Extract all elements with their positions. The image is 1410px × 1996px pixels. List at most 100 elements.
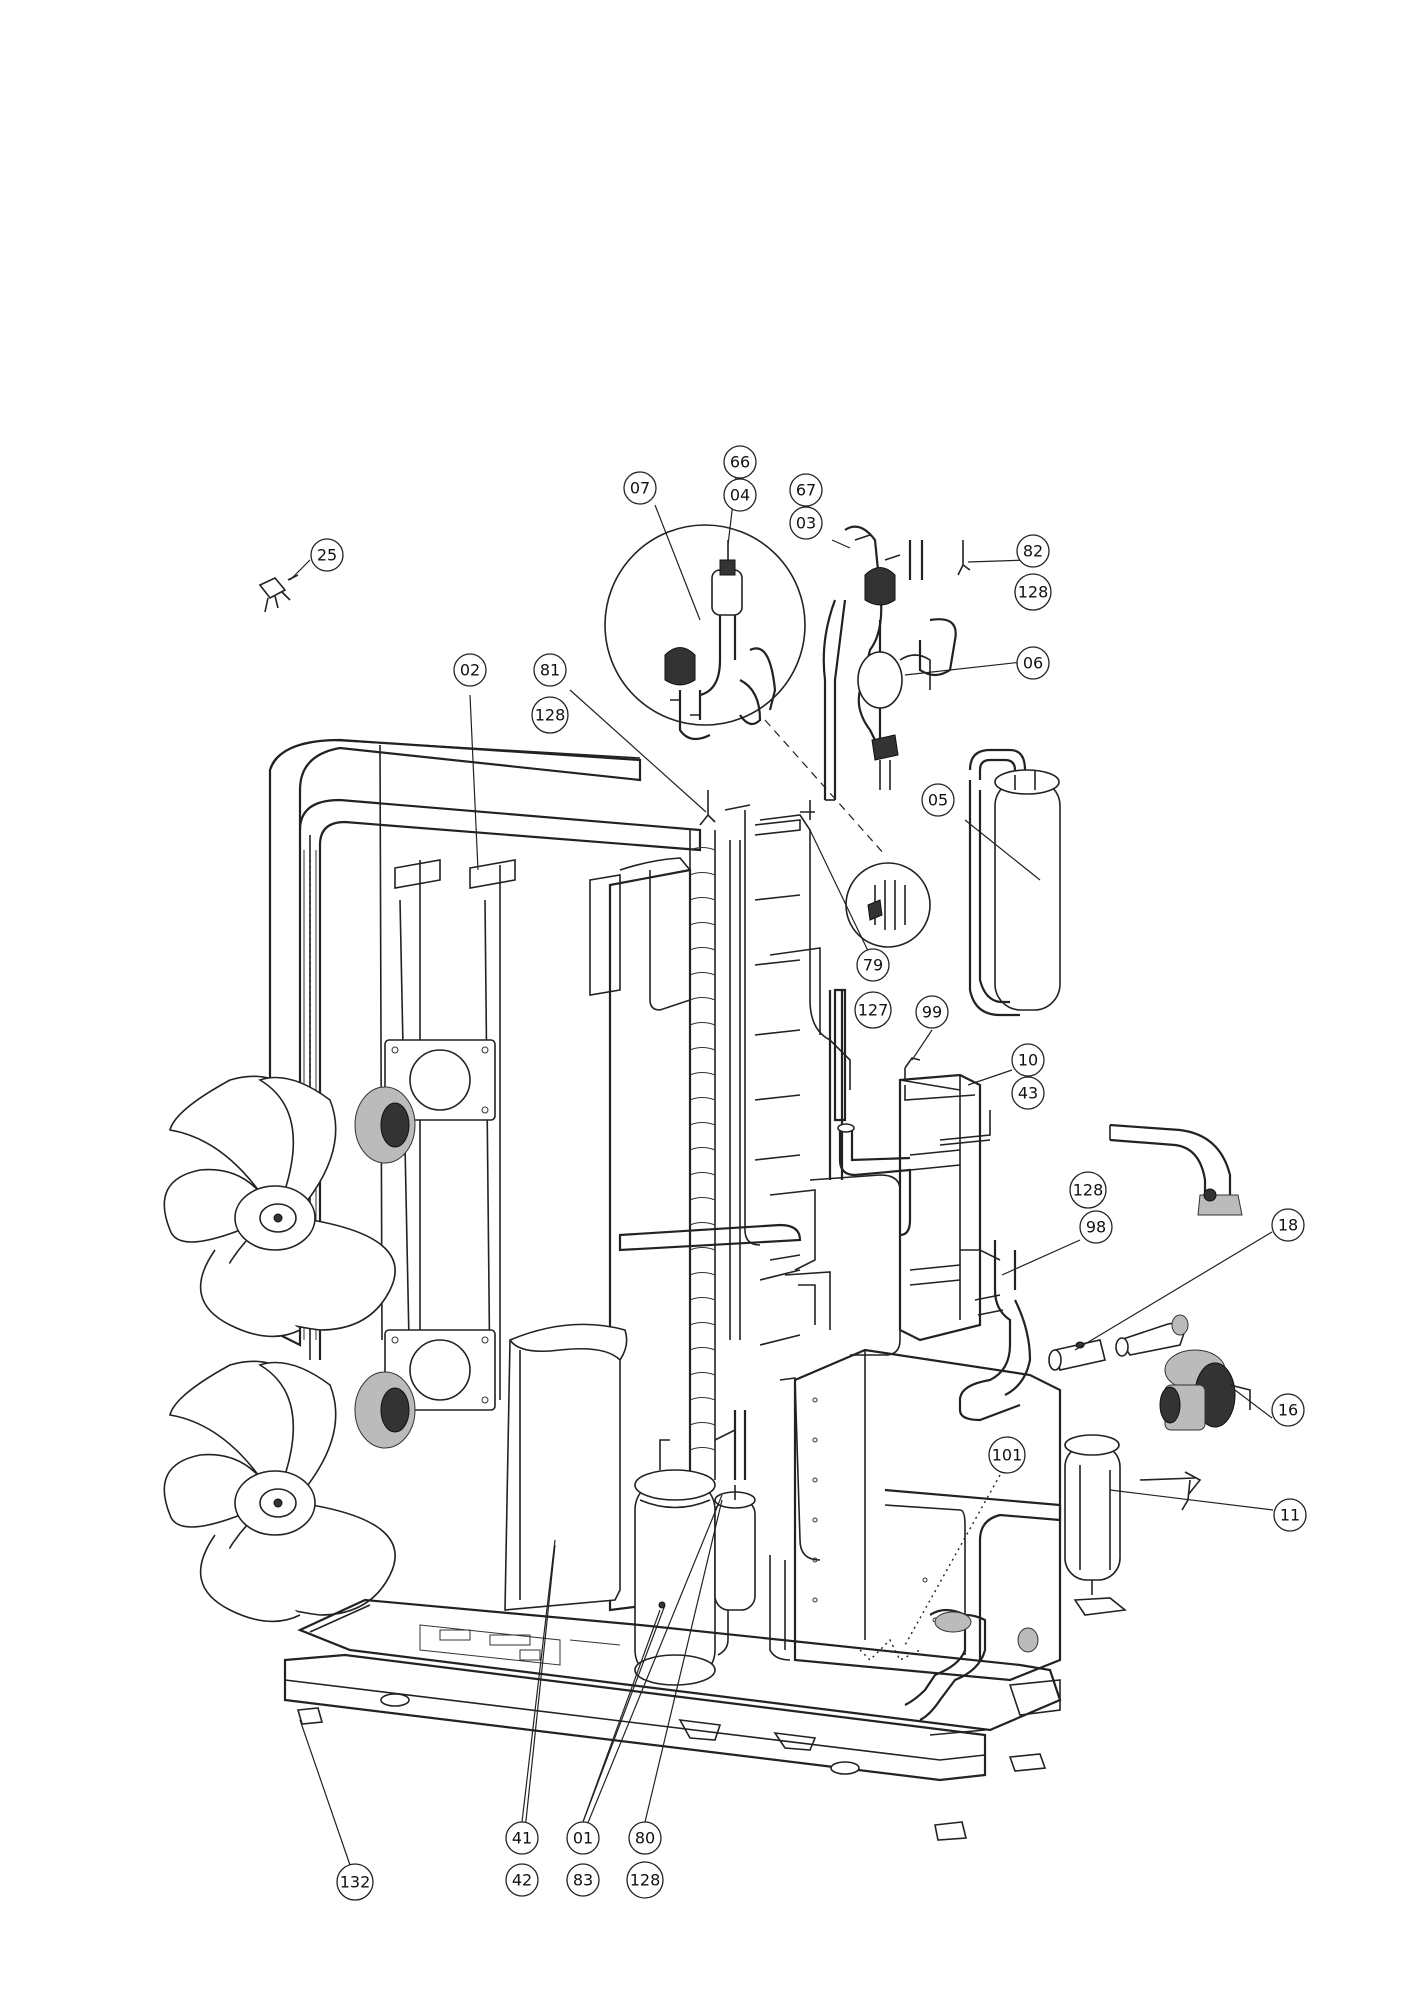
svg-text:101: 101 <box>992 1446 1023 1465</box>
compressor <box>634 1439 716 1686</box>
svg-text:83: 83 <box>573 1871 593 1890</box>
callout-05: 05 <box>921 783 955 817</box>
plate-heat-exchanger <box>898 1073 991 1342</box>
coil-tube-bundle <box>689 804 761 1480</box>
leader-lines <box>289 459 1274 1866</box>
callout-128-d: 128 <box>626 1861 664 1899</box>
callout-07: 07 <box>623 471 657 505</box>
callout-43: 43 <box>1011 1076 1045 1110</box>
svg-text:43: 43 <box>1018 1084 1038 1103</box>
callout-10: 10 <box>1011 1043 1045 1077</box>
svg-text:11: 11 <box>1280 1506 1300 1525</box>
compressor-jacket <box>504 1323 628 1611</box>
service-valve-pipes <box>769 1189 821 1561</box>
svg-text:128: 128 <box>535 706 566 725</box>
callout-06: 06 <box>1016 646 1050 680</box>
svg-text:16: 16 <box>1278 1401 1298 1420</box>
callout-82: 82 <box>1016 534 1050 568</box>
svg-text:02: 02 <box>460 661 480 680</box>
gas-pipe-assembly <box>714 1123 1001 1480</box>
callout-101: 101 <box>988 1436 1026 1474</box>
svg-text:128: 128 <box>630 1871 661 1890</box>
cabinet-side-panel <box>268 738 642 1347</box>
fan-propeller-lower <box>163 1360 396 1623</box>
capillary-82 <box>957 540 971 576</box>
svg-text:82: 82 <box>1023 542 1043 561</box>
svg-text:132: 132 <box>340 1873 371 1892</box>
svg-text:98: 98 <box>1086 1218 1106 1237</box>
flexible-water-hose <box>1109 1123 1243 1216</box>
callout-01: 01 <box>566 1821 600 1855</box>
rubber-foot-front-left <box>296 1707 324 1725</box>
callout-83: 83 <box>566 1863 600 1897</box>
callout-79: 79 <box>856 948 890 982</box>
expansion-tank-11 <box>1064 1434 1202 1616</box>
callout-03: 03 <box>789 506 823 540</box>
callout-127: 127 <box>854 991 892 1029</box>
svg-text:81: 81 <box>540 661 560 680</box>
callout-02: 02 <box>453 653 487 687</box>
callout-42: 42 <box>505 1863 539 1897</box>
capillary-81 <box>699 790 716 826</box>
water-outlet-pipe <box>958 1240 1032 1422</box>
callout-11: 11 <box>1273 1498 1307 1532</box>
pipe-79-assembly <box>759 800 851 1122</box>
base-rails <box>283 1653 1061 1782</box>
sensor-99 <box>904 1057 921 1080</box>
svg-text:128: 128 <box>1073 1181 1104 1200</box>
receiver-05 <box>968 748 1061 1017</box>
svg-text:01: 01 <box>573 1829 593 1848</box>
callout-66: 66 <box>723 445 757 479</box>
callout-81: 81 <box>533 653 567 687</box>
svg-text:80: 80 <box>635 1829 655 1848</box>
callout-25: 25 <box>310 538 344 572</box>
callout-98: 98 <box>1079 1210 1113 1244</box>
detail-circle-4way-valve <box>604 524 806 741</box>
svg-text:05: 05 <box>928 791 948 810</box>
svg-text:128: 128 <box>1018 583 1049 602</box>
rubber-foot-rear-right <box>1008 1753 1047 1772</box>
svg-text:18: 18 <box>1278 1216 1298 1235</box>
callout-41: 41 <box>505 1821 539 1855</box>
svg-text:67: 67 <box>796 481 816 500</box>
callout-128-b: 128 <box>531 696 569 734</box>
svg-text:10: 10 <box>1018 1051 1038 1070</box>
return-pipe <box>884 1488 1062 1660</box>
motor-bracket-upper <box>384 1039 496 1121</box>
detail-dashed-link <box>764 719 886 856</box>
callout-67: 67 <box>789 473 823 507</box>
svg-text:66: 66 <box>730 453 750 472</box>
callout-80: 80 <box>628 1821 662 1855</box>
svg-text:25: 25 <box>317 546 337 565</box>
callout-18: 18 <box>1271 1208 1305 1242</box>
electrical-panel <box>769 1348 1062 1682</box>
svg-text:07: 07 <box>630 479 650 498</box>
cross-pipes <box>618 819 802 1346</box>
svg-text:127: 127 <box>858 1001 889 1020</box>
leader-lines-bottom <box>521 1499 723 1823</box>
svg-text:04: 04 <box>730 486 750 505</box>
base-tray <box>297 1598 1062 1732</box>
callout-128-c: 128 <box>1069 1171 1107 1209</box>
svg-text:99: 99 <box>922 1003 942 1022</box>
circulation-pump-16 <box>1159 1349 1251 1431</box>
callout-128-a: 128 <box>1014 573 1052 611</box>
rubber-foot-front-right <box>934 1821 968 1841</box>
callout-04: 04 <box>723 478 757 512</box>
svg-text:03: 03 <box>796 514 816 533</box>
svg-text:42: 42 <box>512 1871 532 1890</box>
fan-motor-upper <box>354 1086 416 1164</box>
detail-circle-small <box>845 862 931 948</box>
motor-bracket-lower <box>384 1329 496 1411</box>
svg-text:79: 79 <box>863 956 883 975</box>
valve-pipe-assembly-03 <box>822 525 957 801</box>
drain-pipe-assembly <box>859 1608 987 1721</box>
callout-132: 132 <box>336 1863 374 1901</box>
fan-motor-lower <box>354 1371 416 1449</box>
callout-99: 99 <box>915 995 949 1029</box>
compressor-accumulator <box>714 1485 756 1656</box>
connector-25 <box>258 574 299 613</box>
svg-text:41: 41 <box>512 1829 532 1848</box>
fan-propeller-upper <box>163 1075 396 1338</box>
